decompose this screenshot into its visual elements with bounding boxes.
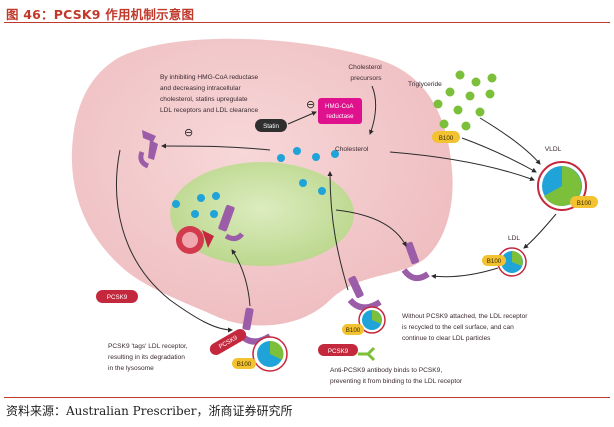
b100-label-surface: B100 <box>346 327 361 334</box>
ldl-receptor-right <box>401 241 430 282</box>
vldl-label: VLDL <box>545 146 562 153</box>
ldl-receptor-left <box>138 130 158 169</box>
statin-note-line-2: and decreasing intracellular <box>160 85 241 92</box>
b100-label-bottom: B100 <box>237 361 252 368</box>
ldl-receptor-surface <box>347 275 382 311</box>
statin-note-line-4: LDL receptors and LDL clearance <box>160 107 258 114</box>
triglyceride-dots <box>433 70 497 131</box>
cholesterol-label: Cholesterol <box>335 146 369 153</box>
statin-note-line-1: By inhibiting HMG-CoA reductase <box>160 74 259 81</box>
cholesterol-dots <box>172 147 339 218</box>
tags-note: PCSK9 'tags' LDL receptor, resulting in … <box>108 343 189 372</box>
b100-label-vldl: B100 <box>577 200 592 207</box>
ldl-receptor-nucleus <box>218 204 244 242</box>
inhibit-minus-icon: ⊖ <box>306 98 315 111</box>
figure-title: 图 46：PCSK9 作用机制示意图 <box>6 7 195 22</box>
triglyceride-label: Triglyceride <box>408 81 442 88</box>
ldl-particle-bound-surface: B100 <box>342 306 386 335</box>
vldl-particle: B100 <box>537 161 598 211</box>
hmgcoa-label: HMG-CoA reductase <box>325 103 355 120</box>
b100-tag-cell <box>432 131 460 143</box>
title-rule <box>4 22 610 23</box>
pcsk9-bound: PCSK9 <box>209 329 247 355</box>
figure-source: 资料来源：Australian Prescriber，浙商证券研究所 <box>6 404 293 418</box>
statin-note-line-3: cholesterol, statins upregulate <box>160 96 248 103</box>
b100-label-cell: B100 <box>439 135 454 142</box>
pcsk9-label-free: PCSK9 <box>107 294 128 301</box>
pcsk9-antibody: PCSK9 <box>318 344 376 362</box>
nucleus <box>170 162 354 266</box>
antibody-note: Anti-PCSK9 antibody binds to PCSK9, prev… <box>330 367 463 385</box>
pcsk9-free: PCSK9 <box>96 290 138 303</box>
hmgcoa-box <box>318 98 362 124</box>
ldl-label: LDL <box>508 235 520 242</box>
antibody-icon <box>358 346 376 362</box>
statin-pill <box>255 119 287 132</box>
inhibit-minus-icon-2: ⊖ <box>184 126 193 139</box>
recycle-note: Without PCSK9 attached, the LDL receptor… <box>402 313 529 342</box>
source-rule <box>4 397 610 398</box>
lysosome <box>176 226 214 254</box>
ldl-particle-free: B100 <box>482 247 527 277</box>
ldl-particle-bound-bottom: B100 <box>232 336 288 372</box>
cholesterol-precursors-label: Cholesterol precursors <box>348 64 383 82</box>
b100-label-ldl: B100 <box>487 258 502 265</box>
pcsk9-label-antibody: PCSK9 <box>328 348 349 355</box>
statin-note: By inhibiting HMG-CoA reductase and decr… <box>160 74 260 114</box>
statin-label: Statin <box>263 123 279 130</box>
